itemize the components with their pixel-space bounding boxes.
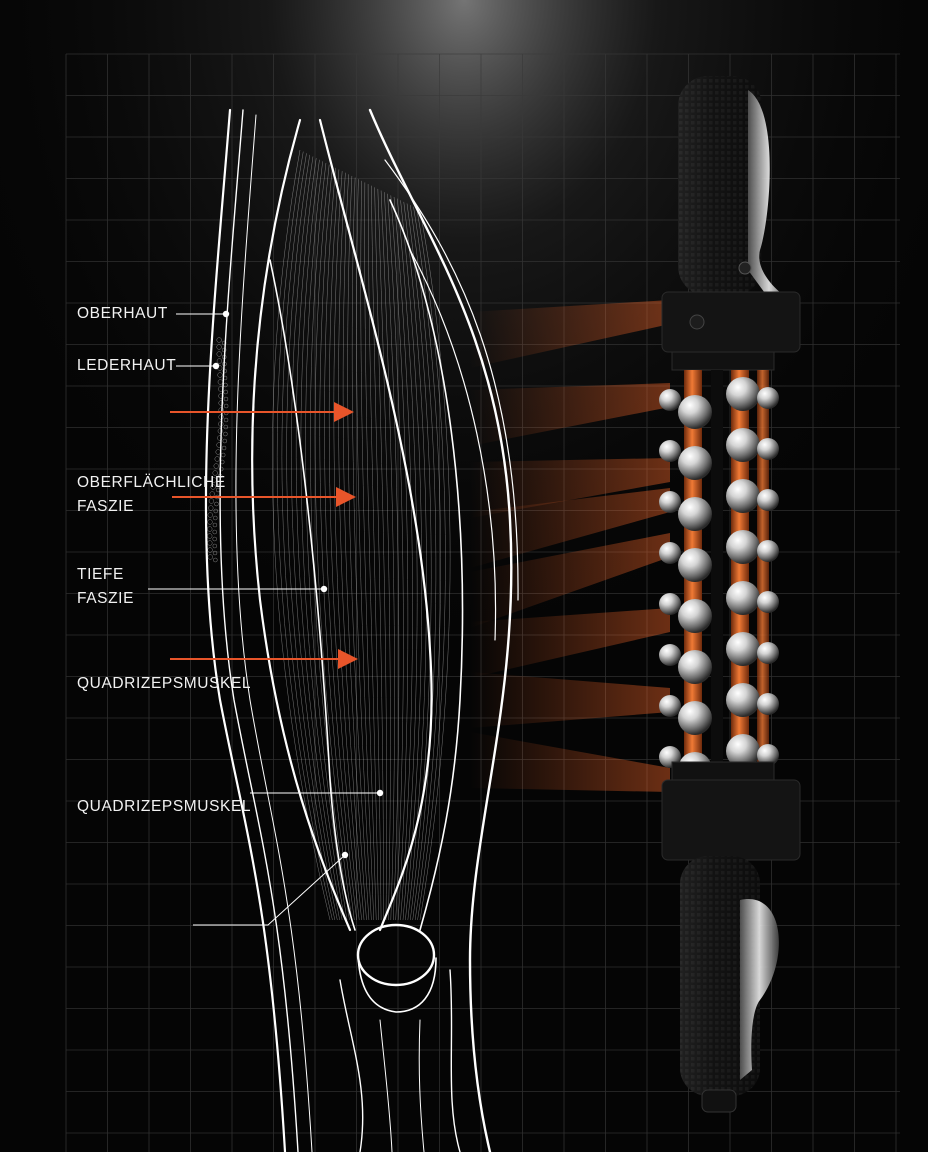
roller-ball (726, 530, 760, 564)
roller-ball (678, 446, 712, 480)
roller-ball (659, 440, 681, 462)
roller-ball (726, 734, 760, 768)
label-quadrizepsmuskel-1-text: QUADRIZEPSMUSKEL (77, 675, 252, 692)
roller-ball (659, 542, 681, 564)
roller-ball (678, 548, 712, 582)
label-oberflaechliche-faszie: OBERFLÄCHLICHE FASZIE (77, 471, 226, 519)
roller-ball (659, 593, 681, 615)
roller-ball (726, 377, 760, 411)
roller-ball (659, 644, 681, 666)
roller-ball (757, 744, 779, 766)
label-tiefe-line1: TIEFE (77, 566, 124, 583)
roller-ball (757, 540, 779, 562)
roller-ball (757, 591, 779, 613)
roller-ball (678, 599, 712, 633)
label-lederhaut: LEDERHAUT (77, 354, 176, 378)
roller-ball (659, 695, 681, 717)
roller-ball (659, 389, 681, 411)
roller-ball (678, 701, 712, 735)
label-oberflaechliche-line1: OBERFLÄCHLICHE (77, 474, 226, 491)
muscle-fibres (272, 149, 451, 921)
label-quadrizepsmuskel-2-text: QUADRIZEPSMUSKEL (77, 798, 252, 815)
roller-balls (659, 377, 779, 786)
label-quadrizepsmuskel-2: QUADRIZEPSMUSKEL (77, 795, 251, 819)
roller-ball (757, 387, 779, 409)
label-lederhaut-text: LEDERHAUT (77, 357, 177, 374)
label-oberflaechliche-line2: FASZIE (77, 498, 135, 515)
roller-ball (726, 479, 760, 513)
label-tiefe-faszie: TIEFE FASZIE (77, 563, 134, 611)
roller-ball (726, 683, 760, 717)
roller-ball (757, 693, 779, 715)
roller-ball (757, 489, 779, 511)
label-oberhaut: OBERHAUT (77, 302, 168, 326)
roller-ball (726, 428, 760, 462)
label-oberhaut-text: OBERHAUT (77, 305, 168, 322)
roller-ball (659, 491, 681, 513)
roller-ball (726, 632, 760, 666)
label-quadrizepsmuskel-1: QUADRIZEPSMUSKEL (77, 672, 251, 696)
roller-ball (726, 581, 760, 615)
leg-anatomy-illustration (204, 108, 519, 1152)
roller-ball (678, 650, 712, 684)
roller-ball (757, 642, 779, 664)
roller-ball (678, 395, 712, 429)
label-tiefe-line2: FASZIE (77, 590, 135, 607)
massage-roller-stick (659, 76, 801, 1113)
label-leader-lines (148, 313, 380, 926)
orange-light-beams (470, 300, 670, 792)
roller-ball (757, 438, 779, 460)
label-anchor-dots (212, 310, 384, 859)
roller-ball (678, 497, 712, 531)
